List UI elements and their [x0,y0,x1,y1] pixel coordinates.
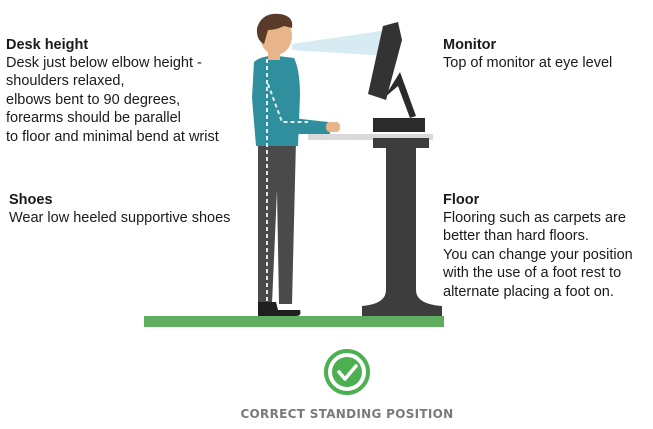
desk-height-line: elbows bent to 90 degrees, [6,91,181,108]
desk-height-line: to floor and minimal bend at wrist [6,128,219,145]
sight-line [292,30,388,56]
person [252,13,340,316]
floor-line: alternate placing a foot on. [443,283,614,300]
floor-strip [144,316,444,327]
desk-height-title: Desk height [6,37,89,53]
monitor-section: Monitor Top of monitor at eye level [443,36,612,72]
desk-height-line: shoulders relaxed, [6,73,125,90]
desk-height-section: Desk height Desk just below elbow height… [6,36,219,146]
shoes-line: Wear low heeled supportive shoes [9,210,231,226]
desk-height-line: forearms should be parallel [6,110,181,127]
floor-section: Floor Flooring such as carpets are bette… [443,191,633,301]
correct-position-caption: CORRECT STANDING POSITION [240,407,454,421]
monitor-title: Monitor [443,37,497,53]
standing-desk [308,134,442,316]
check-icon [324,349,370,395]
shoes-title: Shoes [9,192,53,208]
floor-title: Floor [443,192,480,208]
floor-line: You can change your position [443,246,633,263]
shoes-section: Shoes Wear low heeled supportive shoes [9,191,230,227]
monitor-line: Top of monitor at eye level [443,55,613,71]
desk-height-line: Desk just below elbow height - [6,55,202,71]
floor-line: Flooring such as carpets are [443,210,626,226]
floor-line: better than hard floors. [443,228,589,245]
floor-line: with the use of a foot rest to [443,265,622,282]
monitor [368,22,425,132]
